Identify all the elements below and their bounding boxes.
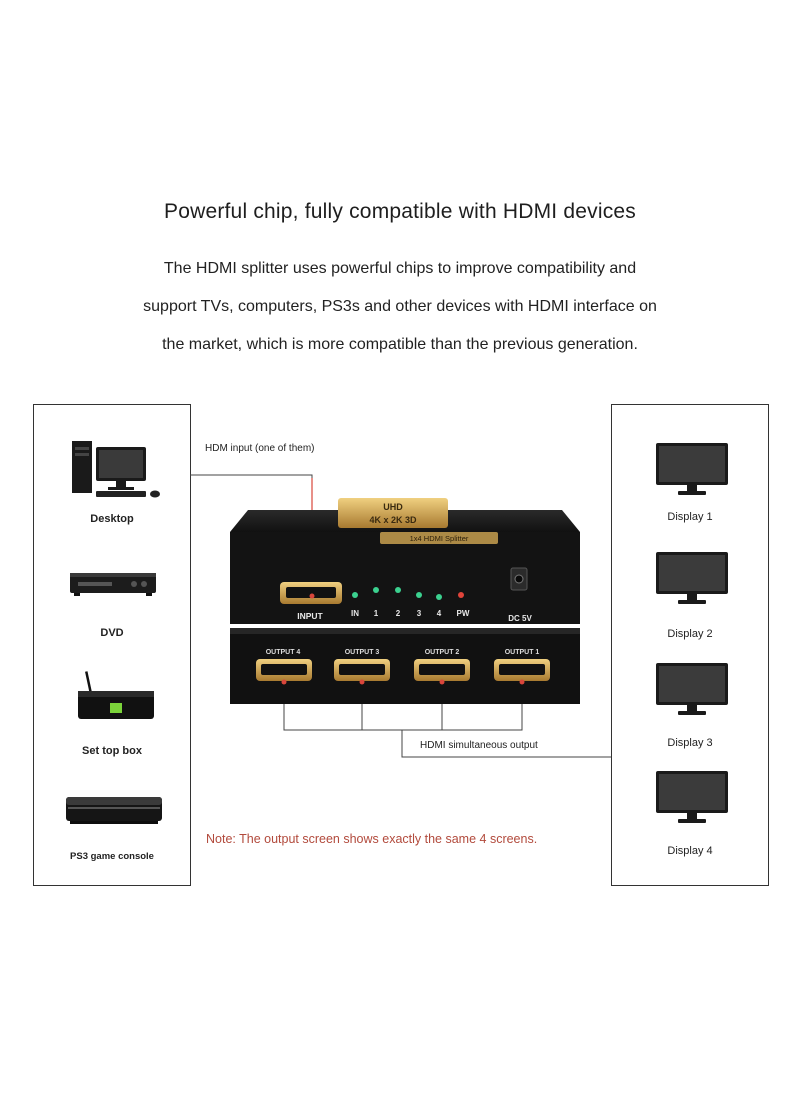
output-label-2: OUTPUT 2 [425, 649, 460, 656]
displays-panel: Display 1 Display 2 Display 3 Display 4 [611, 404, 769, 886]
monitor-icon [656, 443, 728, 495]
led-in [352, 592, 358, 598]
headline: Powerful chip, fully compatible with HDM… [164, 200, 636, 223]
badge-bottom-text: 4K x 2K 3D [369, 515, 417, 525]
output-port-2: OUTPUT 2 [414, 649, 470, 685]
description-line-1: The HDMI splitter uses powerful chips to… [163, 260, 637, 277]
badge-top-text: UHD [383, 502, 403, 512]
source-label-dvd: DVD [100, 627, 124, 639]
monitor-icon [656, 771, 728, 823]
brand-plate-text: 1x4 HDMI Splitter [410, 534, 469, 543]
output-port-1: OUTPUT 1 [494, 649, 550, 685]
input-annotation: HDM input (one of them) [205, 443, 315, 454]
source-label-set-top-box: Set top box [82, 745, 142, 757]
uhd-badge [338, 498, 448, 528]
led-1 [373, 587, 379, 593]
brand-plate [380, 532, 498, 544]
led-label-3: 3 [417, 609, 422, 618]
led-label-1: 1 [374, 609, 379, 618]
output-note: Note: The output screen shows exactly th… [206, 832, 538, 846]
dvd-player-icon [70, 573, 156, 596]
led-4 [436, 594, 442, 600]
display-label-3: Display 3 [667, 737, 713, 749]
output-connector-line [283, 680, 523, 731]
led-label-pw: PW [457, 609, 470, 618]
description: The HDMI splitter uses powerful chips to… [90, 250, 710, 364]
description-line-2: support TVs, computers, PS3s and other d… [143, 298, 657, 315]
led-2 [395, 587, 401, 593]
description-line-3: the market, which is more compatible tha… [162, 336, 638, 353]
display-label-2: Display 2 [667, 628, 713, 640]
desktop-computer-icon [72, 441, 160, 498]
output-annotation: HDMI simultaneous output [420, 740, 538, 751]
output-port-4: OUTPUT 4 [256, 649, 312, 685]
led-label-4: 4 [437, 609, 442, 618]
source-label-desktop: Desktop [90, 513, 134, 525]
hdmi-splitter-device: UHD 4K x 2K 3D 1x4 HDMI Splitter INPUT I… [230, 498, 580, 704]
set-top-box-icon [78, 671, 154, 719]
led-pw [458, 592, 464, 598]
source-label-ps3: PS3 game console [70, 851, 154, 862]
source-devices-panel: Desktop DVD Set top box PS3 game console [33, 404, 191, 886]
display-label-1: Display 1 [667, 511, 713, 523]
output-port-3: OUTPUT 3 [334, 649, 390, 685]
monitor-icon [656, 552, 728, 604]
output-label-4: OUTPUT 4 [266, 649, 301, 656]
output-label-1: OUTPUT 1 [505, 649, 540, 656]
display-label-4: Display 4 [667, 845, 713, 857]
led-label-2: 2 [396, 609, 401, 618]
led-label-in: IN [351, 609, 359, 618]
game-console-icon [66, 797, 162, 824]
led-3 [416, 592, 422, 598]
dc-port-label: DC 5V [508, 614, 532, 623]
input-port-label: INPUT [297, 611, 323, 621]
output-label-3: OUTPUT 3 [345, 649, 380, 656]
monitor-icon [656, 663, 728, 715]
